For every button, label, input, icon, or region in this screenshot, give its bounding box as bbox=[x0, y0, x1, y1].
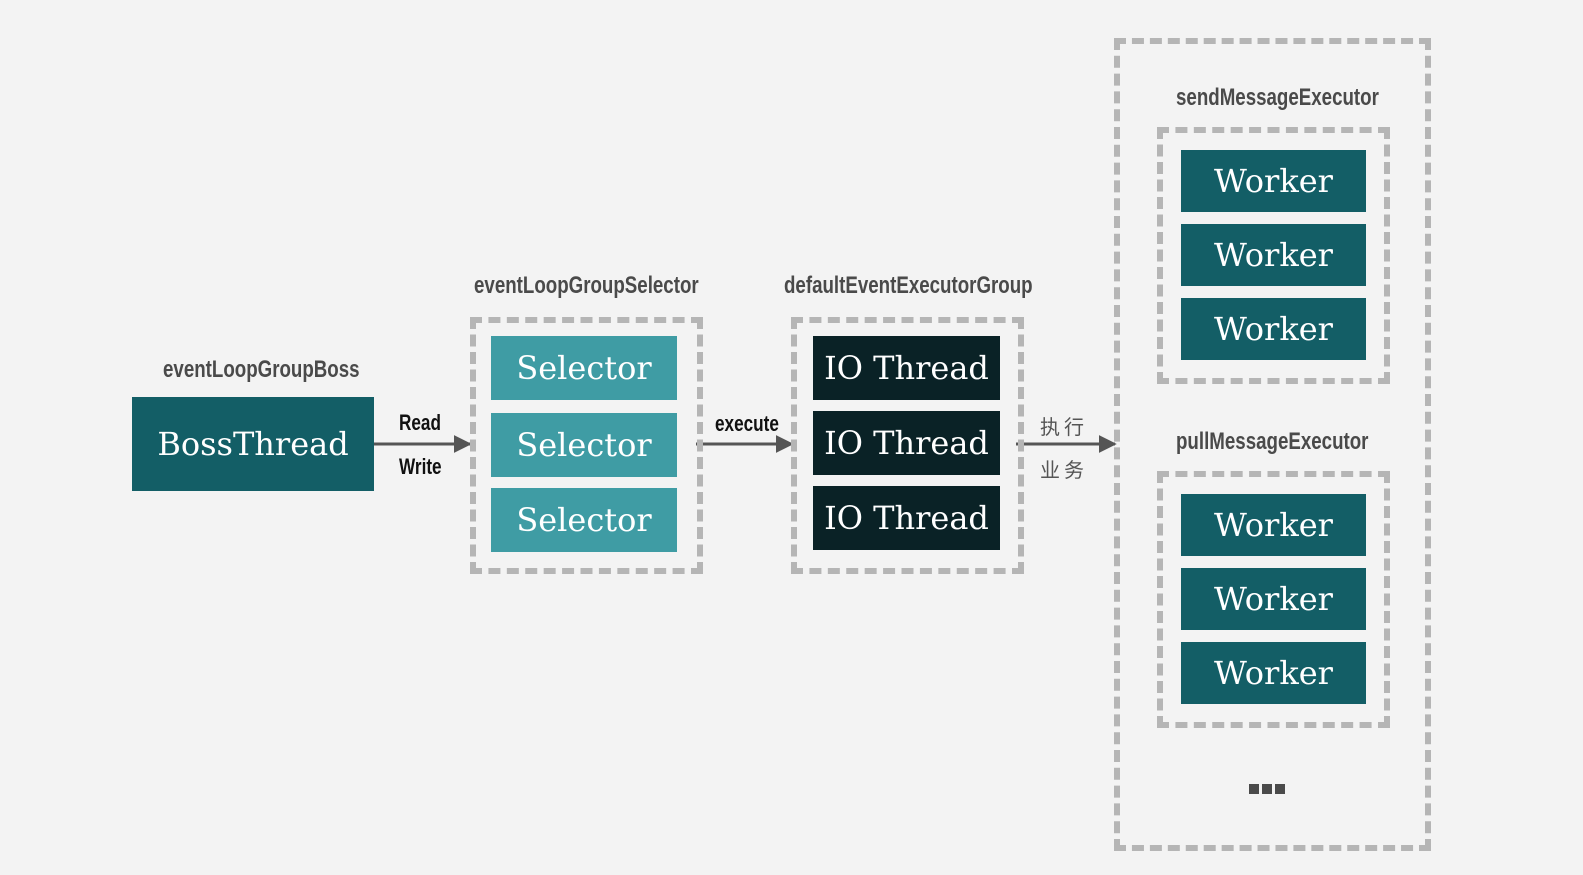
send-worker-box-3: Worker bbox=[1181, 298, 1366, 360]
executor-group-frame bbox=[791, 317, 1024, 574]
ellipsis-dot bbox=[1249, 784, 1259, 794]
selector-box-1: Selector bbox=[491, 336, 677, 400]
selector-box-3: Selector bbox=[491, 488, 677, 552]
pull-worker-box-2: Worker bbox=[1181, 568, 1366, 630]
send-worker-box-2: Worker bbox=[1181, 224, 1366, 286]
io-thread-box-2: IO Thread bbox=[813, 411, 1000, 475]
pull-executor-frame bbox=[1157, 471, 1390, 728]
send-executor-frame bbox=[1157, 127, 1390, 384]
boss-thread-box: BossThread bbox=[132, 397, 374, 491]
ellipsis-dot bbox=[1262, 784, 1272, 794]
execute-business-label-bottom: 业务 bbox=[1040, 458, 1088, 482]
read-label: Read bbox=[399, 410, 441, 435]
pull-executor-label: pullMessageExecutor bbox=[1176, 428, 1369, 455]
io-thread-box-1: IO Thread bbox=[813, 336, 1000, 400]
io-thread-box-3: IO Thread bbox=[813, 486, 1000, 550]
execute-label: execute bbox=[715, 411, 779, 436]
boss-group-label: eventLoopGroupBoss bbox=[163, 356, 360, 383]
selector-box-2: Selector bbox=[491, 413, 677, 477]
write-label: Write bbox=[399, 454, 442, 479]
pull-worker-box-1: Worker bbox=[1181, 494, 1366, 556]
selector-group-label: eventLoopGroupSelector bbox=[474, 272, 699, 299]
more-executors-ellipsis bbox=[1249, 784, 1285, 794]
selector-group-frame bbox=[470, 317, 703, 574]
execute-business-label-top: 执行 bbox=[1040, 415, 1088, 439]
business-executors-frame bbox=[1114, 38, 1431, 851]
ellipsis-dot bbox=[1275, 784, 1285, 794]
executor-group-label: defaultEventExecutorGroup bbox=[784, 272, 1033, 299]
send-executor-label: sendMessageExecutor bbox=[1176, 84, 1379, 111]
pull-worker-box-3: Worker bbox=[1181, 642, 1366, 704]
send-worker-box-1: Worker bbox=[1181, 150, 1366, 212]
